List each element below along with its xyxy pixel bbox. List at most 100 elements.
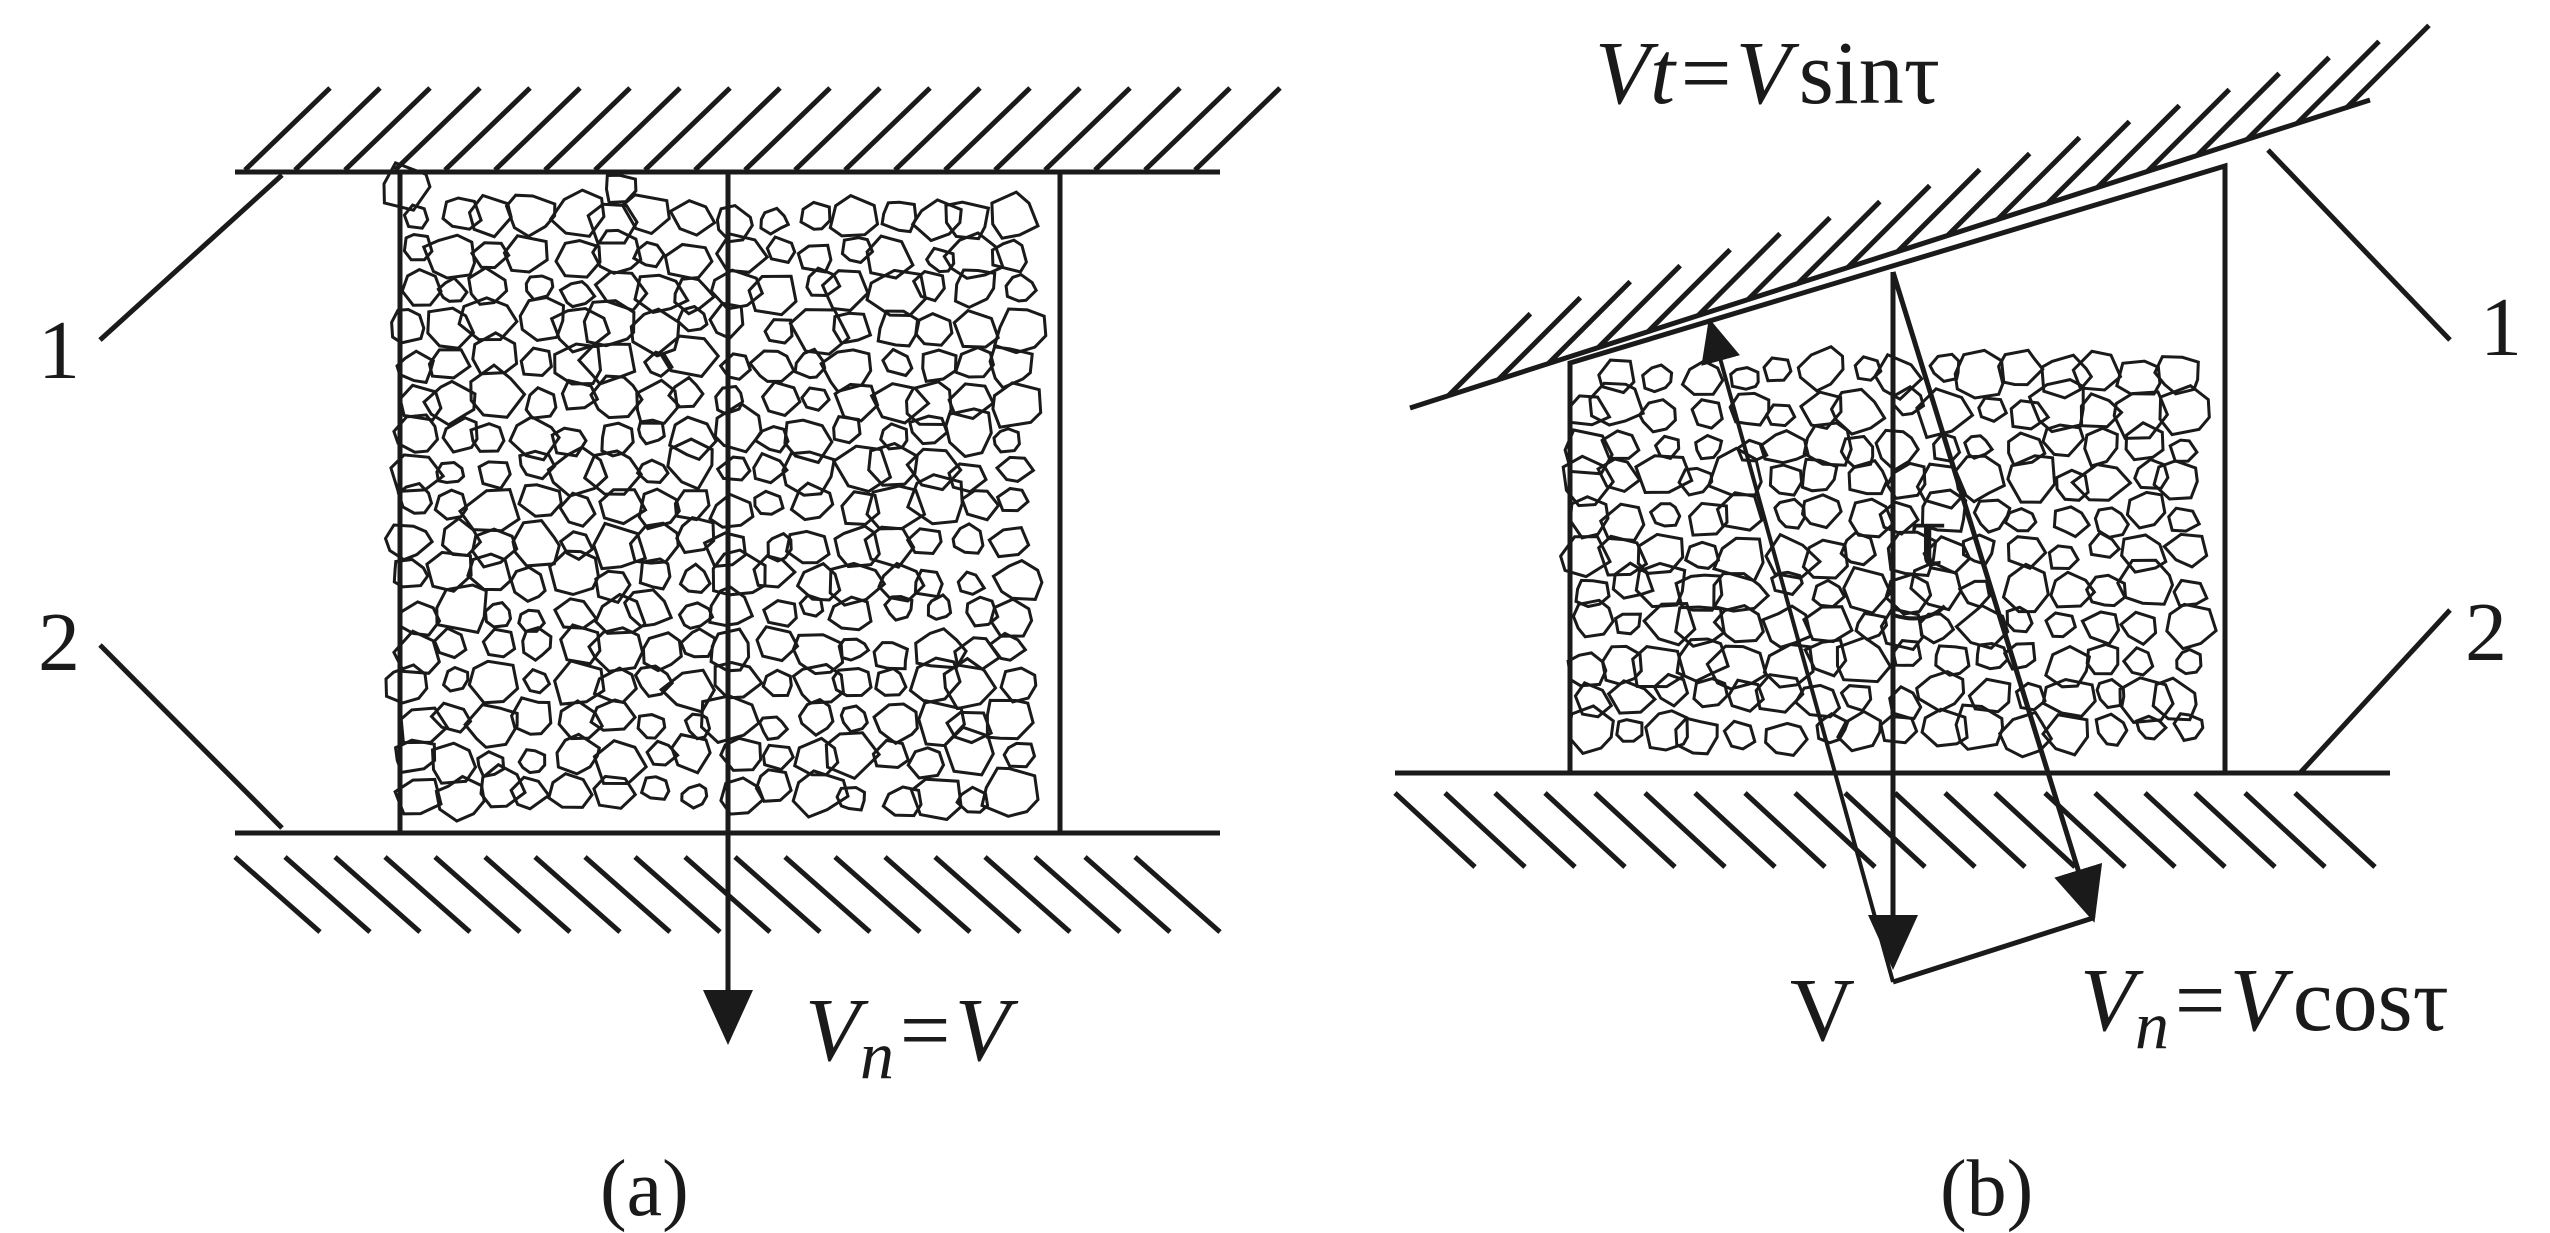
- aggregate-particle: [1574, 578, 1611, 609]
- hatch-line: [2243, 791, 2327, 869]
- aggregate-particle: [511, 519, 561, 568]
- hatch-line: [1995, 135, 2082, 222]
- aggregate-particle: [831, 444, 893, 494]
- hatch-line: [1393, 791, 1477, 869]
- aggregate-particle: [926, 593, 953, 621]
- aggregate-particle: [714, 232, 770, 274]
- aggregate-particle: [1811, 578, 1847, 609]
- hatch-line: [1796, 199, 1882, 286]
- aggregate-particle: [637, 487, 681, 531]
- aggregate-particle: [1567, 704, 1615, 756]
- aggregate-particle: [670, 732, 712, 775]
- aggregate-particle: [1680, 359, 1725, 396]
- aggregate-particle: [432, 626, 468, 660]
- aggregate-particle: [1648, 502, 1682, 528]
- aggregate-particle: [2093, 506, 2131, 539]
- hatch-line: [2095, 103, 2182, 190]
- aggregate-particle: [876, 309, 921, 348]
- aggregate-particle: [952, 308, 1000, 349]
- hatch-line: [243, 86, 332, 172]
- aggregate-particle: [2115, 359, 2162, 396]
- hatch-line: [393, 86, 482, 172]
- hatch-line: [893, 86, 982, 172]
- aggregate-particle: [990, 238, 1029, 274]
- hatch-line: [333, 855, 422, 934]
- aggregate-particle: [2006, 535, 2048, 570]
- aggregate-particle: [667, 415, 718, 462]
- aggregate-particle: [955, 785, 990, 814]
- leader-line-2-b: [2298, 608, 2452, 775]
- aggregate-particle: [832, 311, 873, 345]
- aggregate-particle: [469, 422, 506, 453]
- aggregate-particle: [1879, 711, 1919, 745]
- aggregate-particle: [757, 715, 790, 742]
- hatch-line: [1443, 791, 1527, 869]
- aggregate-particle: [2044, 611, 2078, 639]
- aggregate-particle: [1829, 387, 1887, 436]
- hatch-line: [1743, 791, 1827, 869]
- caption-a: (a): [600, 1145, 689, 1233]
- aggregate-particle: [476, 750, 506, 779]
- aggregate-particle: [805, 266, 842, 298]
- aggregate-particle: [1888, 684, 1923, 721]
- aggregate-particle: [791, 769, 850, 819]
- aggregate-particle: [2006, 454, 2057, 504]
- aggregate-particle: [1963, 434, 1995, 460]
- aggregate-particle: [622, 588, 674, 628]
- aggregate-particle: [1977, 396, 2009, 423]
- aggregate-particle: [2014, 681, 2047, 712]
- aggregate-particle: [1801, 538, 1849, 580]
- aggregate-particle: [675, 515, 716, 555]
- aggregate-particle: [702, 531, 747, 568]
- aggregate-particle: [819, 348, 873, 394]
- aggregate-particle: [1687, 501, 1729, 537]
- aggregate-particle: [944, 407, 993, 459]
- panel-a: 1 2 Vn=V (a): [38, 86, 1282, 1233]
- aggregate-particle: [1675, 637, 1730, 683]
- aggregate-particle: [947, 382, 996, 421]
- aggregate-particle: [508, 415, 561, 462]
- aggregate-particle: [980, 766, 1040, 818]
- aggregate-particle: [521, 625, 553, 663]
- aggregate-particle: [714, 384, 745, 416]
- aggregate-particle: [2120, 533, 2168, 574]
- aggregate-particle: [383, 523, 435, 562]
- velocity-arrow-vt-b: [1701, 318, 1895, 983]
- aggregate-particle: [673, 489, 711, 522]
- aggregate-particle: [509, 775, 551, 811]
- hatch-line: [493, 86, 582, 172]
- aggregate-particle: [1571, 598, 1615, 639]
- aggregate-particle: [765, 235, 797, 265]
- formula-vt-b-v2: V: [1736, 24, 1800, 123]
- hatch-line: [1143, 86, 1232, 172]
- aggregate-texture-b: [1558, 344, 2218, 759]
- aggregate-particle: [883, 594, 914, 622]
- aggregate-particle: [1762, 356, 1793, 383]
- aggregate-particle: [1909, 560, 1963, 612]
- aggregate-particle: [833, 382, 880, 423]
- aggregate-particle: [2052, 505, 2092, 539]
- hatch-line: [943, 86, 1032, 172]
- aggregate-particle: [645, 739, 680, 767]
- aggregate-particle: [1631, 645, 1687, 689]
- aggregate-particle: [865, 484, 927, 531]
- aggregate-particle: [924, 246, 956, 274]
- aggregate-particle: [783, 418, 834, 465]
- angle-label-tau: τ: [1910, 486, 1946, 585]
- aggregate-particle: [1918, 612, 1956, 645]
- aggregate-particle: [960, 489, 1001, 522]
- aggregate-particle: [518, 449, 557, 481]
- aggregate-particle: [586, 202, 639, 245]
- aggregate-particle: [906, 746, 946, 780]
- hatch-line: [1945, 151, 2032, 238]
- aggregate-particle: [2153, 355, 2200, 396]
- granular-specimen-b: [1567, 162, 2228, 776]
- aggregate-particle: [457, 296, 519, 342]
- aggregate-particle: [1839, 531, 1878, 567]
- aggregate-particle: [552, 597, 599, 630]
- aggregate-particle: [463, 702, 519, 749]
- aggregate-particle: [2172, 578, 2209, 608]
- aggregate-particle: [2112, 390, 2170, 440]
- aggregate-particle: [2168, 438, 2199, 463]
- aggregate-particle: [921, 348, 958, 383]
